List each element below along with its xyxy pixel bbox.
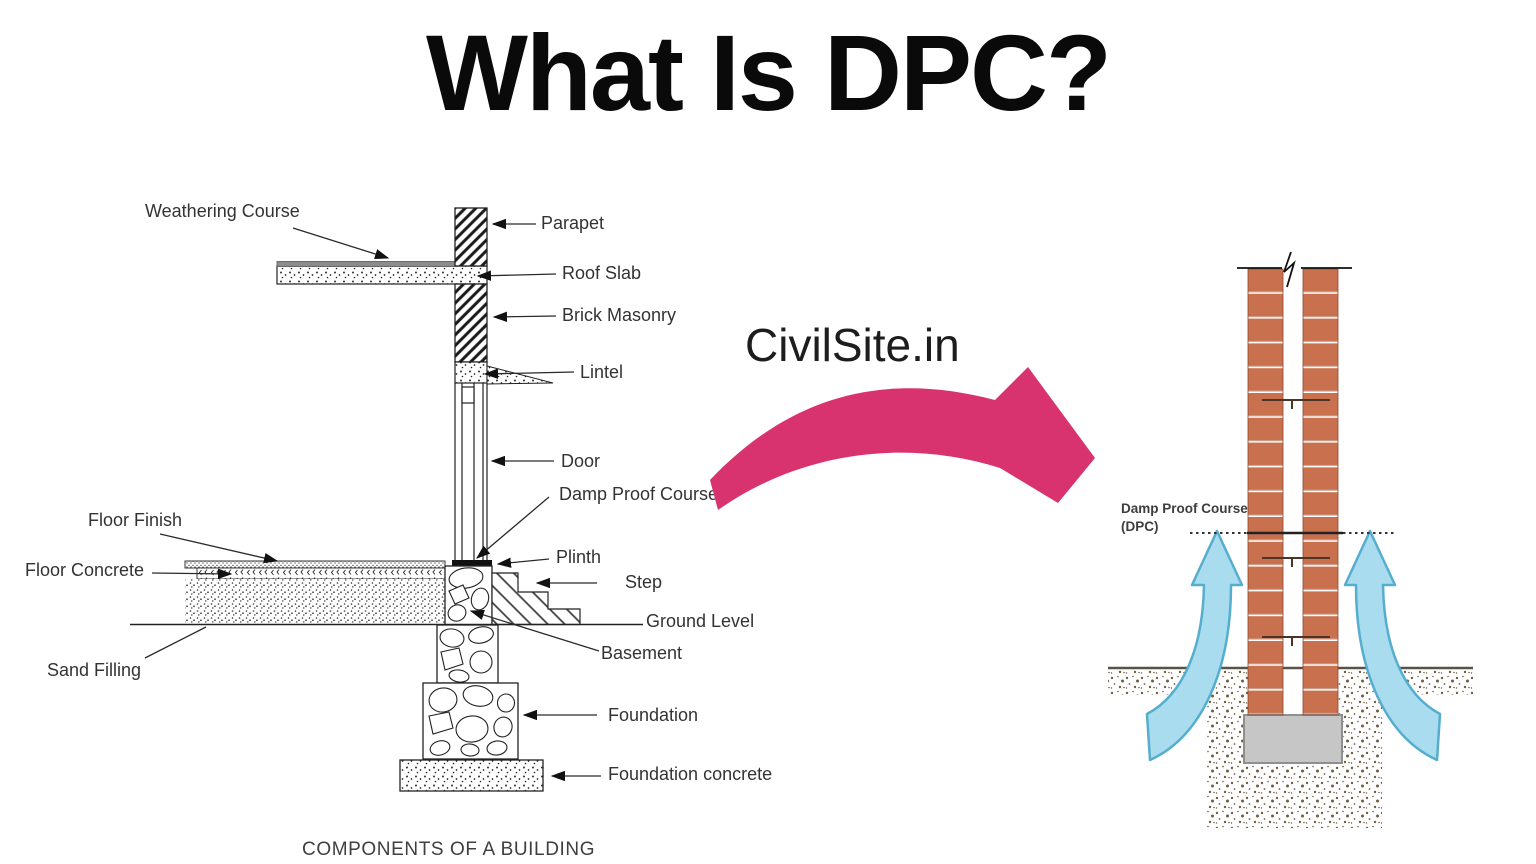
label-floor-finish: Floor Finish [88,510,183,530]
label-dpc-name: Damp Proof Course [1121,501,1248,516]
watermark-text: CivilSite.in [745,319,960,371]
rubble-stones [428,567,516,757]
label-dpc-abbr: (DPC) [1121,519,1159,534]
diagram-caption: COMPONENTS OF A BUILDING [302,839,596,860]
leader-sand-filling [144,626,207,659]
leader-basement [469,609,600,652]
label-lintel: Lintel [580,362,624,382]
label-step: Step [625,572,663,592]
leader-dpc [476,496,550,559]
dpc-bar [452,560,492,566]
leader-floor-concrete [151,568,233,580]
leader-brick-masonry [492,311,557,322]
leader-plinth [496,557,550,568]
roof-parapet-group [276,207,554,385]
chajja [486,365,554,385]
label-plinth: Plinth [556,547,602,567]
label-brick-masonry: Brick Masonry [562,305,677,325]
moisture-arrow-left-icon [1145,529,1244,762]
label-roof-slab: Roof Slab [562,263,642,283]
label-weathering-course: Weathering Course [145,201,300,221]
leader-lines [144,218,601,782]
brick-wall [1247,268,1339,716]
leader-roof-slab [476,270,557,281]
floor-layers [184,560,446,625]
moisture-arrow-right-icon [1343,529,1442,762]
page-title: What Is DPC? [425,12,1112,133]
leader-lintel [483,368,575,379]
moisture-arrows [1145,529,1442,762]
curved-arrow-icon [710,367,1095,510]
concrete-footing [1243,714,1343,764]
dpc-wall-drawing [1108,251,1473,828]
label-basement: Basement [601,643,683,663]
building-section-drawing [130,207,643,792]
label-floor-concrete: Floor Concrete [25,560,145,580]
label-damp-proof-course: Damp Proof Course [559,484,719,504]
label-door: Door [561,451,601,471]
door-group [454,383,488,560]
label-sand-filling: Sand Filling [47,660,142,680]
leader-floor-finish [159,533,279,564]
label-ground-level: Ground Level [646,611,755,631]
foundation-concrete-block [399,759,544,792]
label-foundation: Foundation [608,705,699,725]
wall-break-line [1237,251,1352,288]
mortar-joint-marks [1262,399,1330,646]
leader-weathering-course [292,227,390,260]
label-foundation-concrete: Foundation concrete [608,764,773,784]
steps [491,572,581,626]
label-parapet: Parapet [541,213,605,233]
